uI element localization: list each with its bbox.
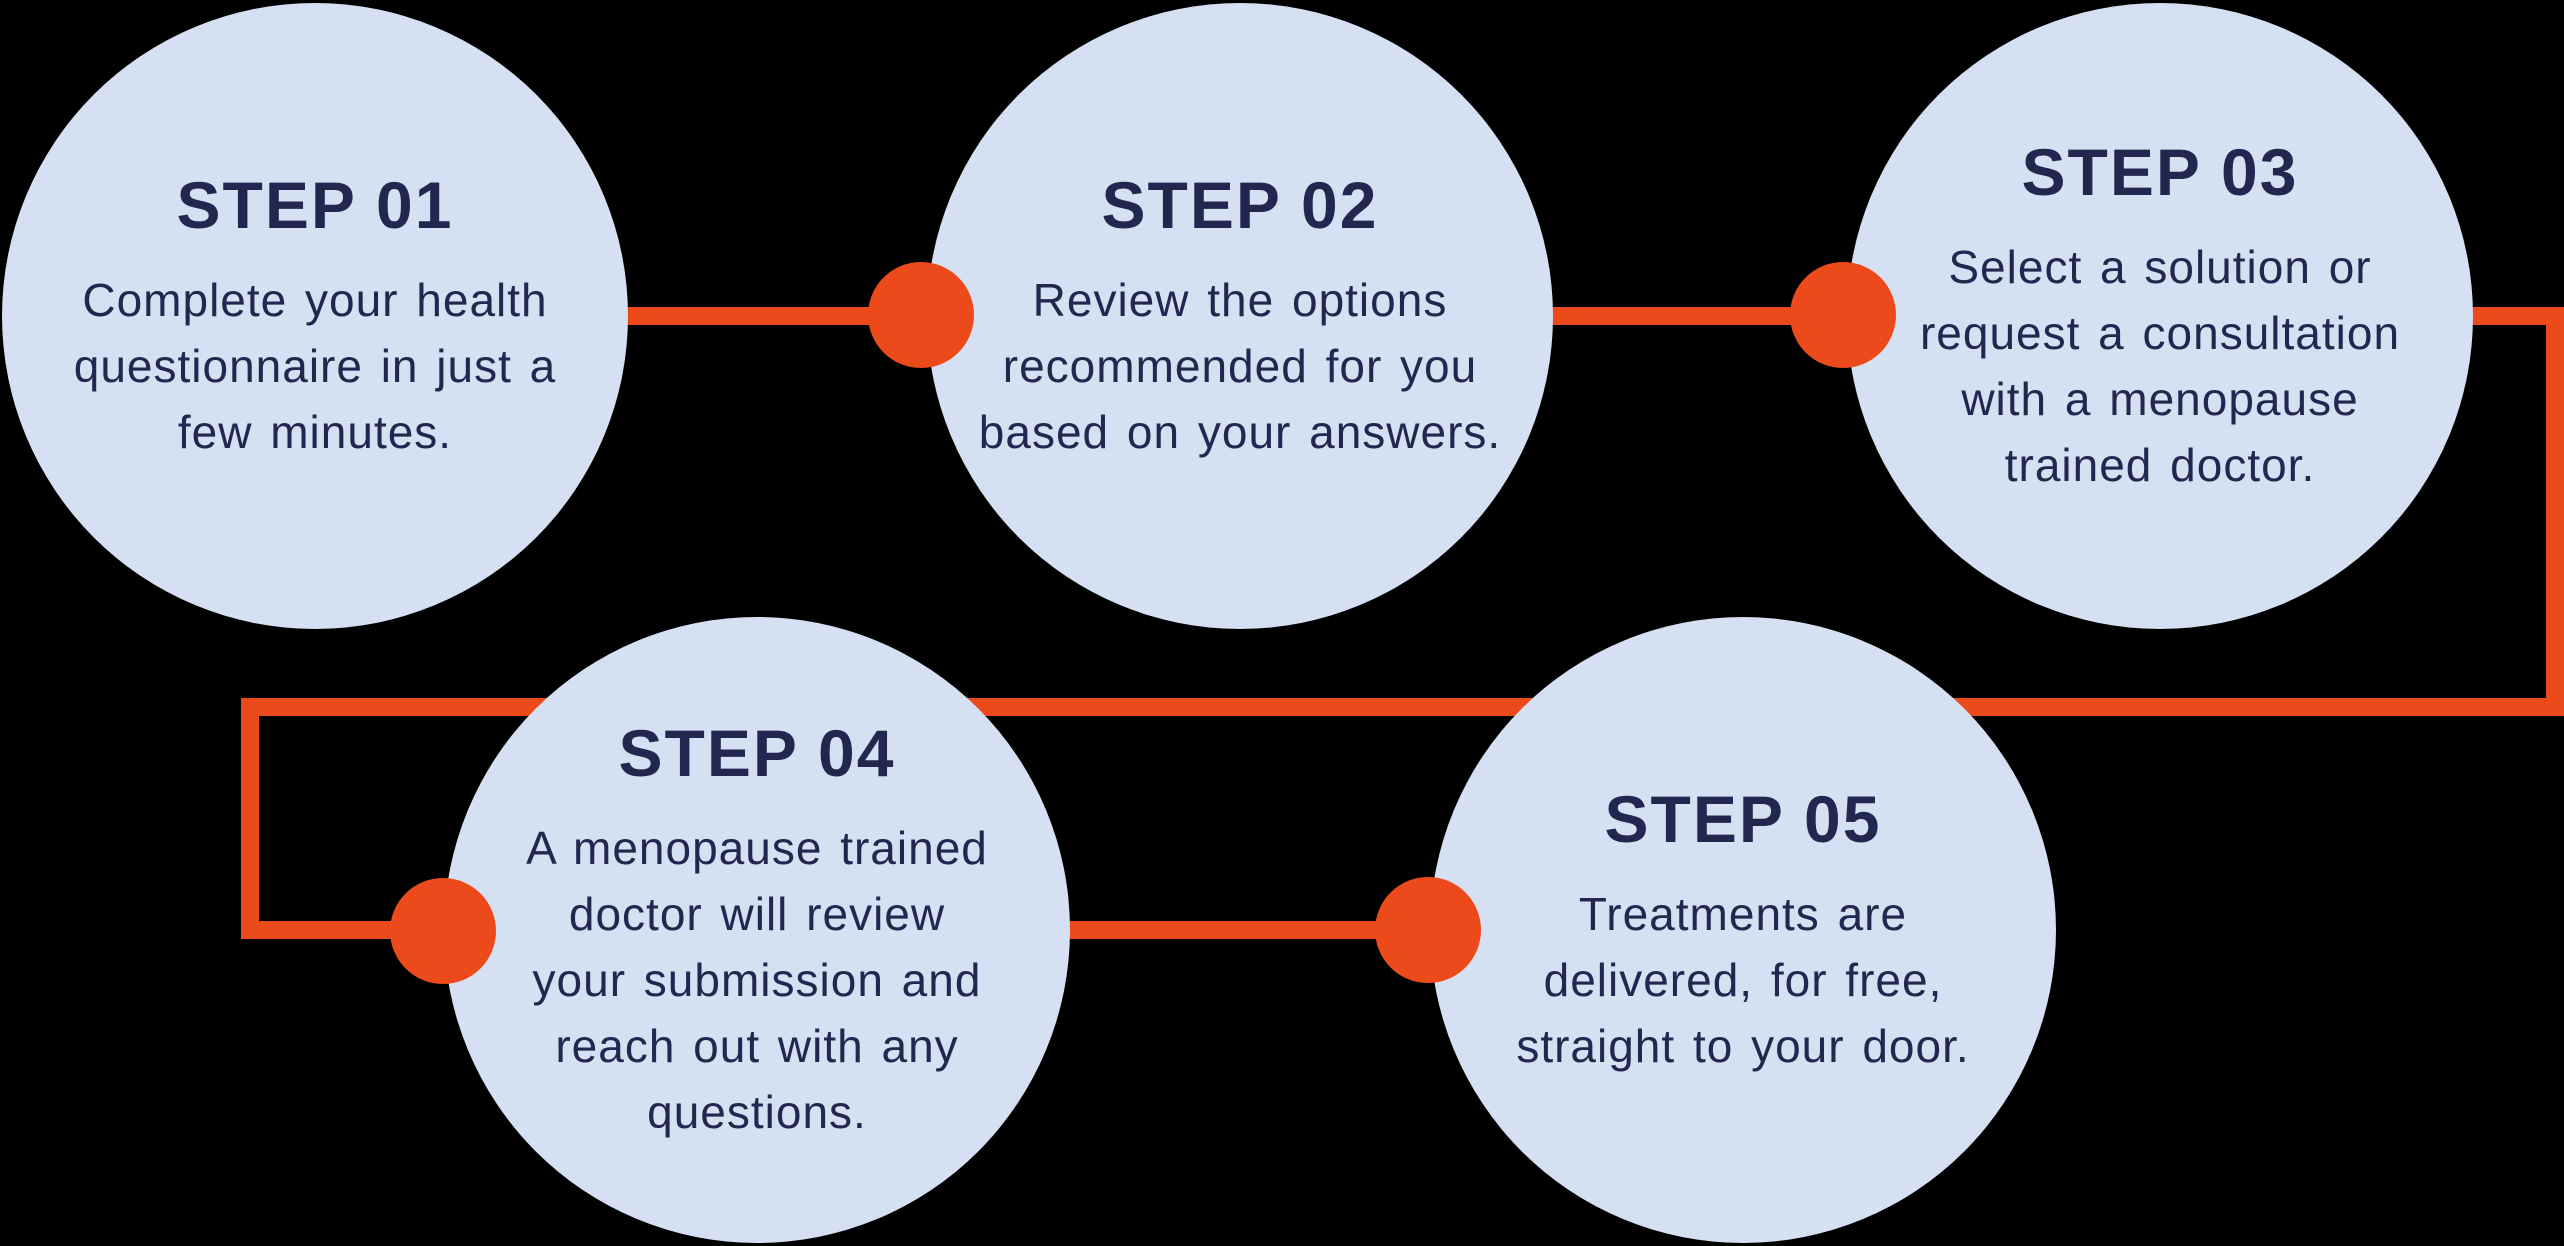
step-01-circle: STEP 01 Complete your health questionnai… [2, 3, 628, 629]
step-03-line-1: Select a solution or [1948, 241, 2372, 293]
step-04-description: A menopause trained doctor will review y… [526, 815, 988, 1145]
connector-dot-step4 [390, 878, 496, 984]
connector-line-step2-step3 [1520, 307, 1850, 325]
step-02-title: STEP 02 [1101, 168, 1379, 242]
connector-line-step1-step2 [600, 307, 930, 325]
step-01-line-2: questionnaire in just a [73, 340, 557, 392]
step-04-line-2: doctor will review [568, 888, 946, 940]
step-01-line-1: Complete your health [82, 274, 548, 326]
step-05-line-1: Treatments are [1578, 888, 1908, 940]
step-02-line-3: based on your answers. [978, 406, 1502, 458]
step-03-description: Select a solution or request a consultat… [1920, 234, 2400, 498]
step-01-title: STEP 01 [176, 168, 454, 242]
step-02-description: Review the options recommended for you b… [979, 267, 1501, 465]
step-05-line-2: delivered, for free, [1543, 954, 1943, 1006]
connector-right-vertical [2546, 307, 2564, 716]
connector-dot-step3 [1790, 262, 1896, 368]
step-03-title: STEP 03 [2021, 135, 2299, 209]
connector-dot-step2 [868, 262, 974, 368]
connector-line-step4-step5 [1050, 921, 1440, 939]
connector-left-vertical [241, 698, 259, 939]
connector-dot-step5 [1375, 877, 1481, 983]
step-03-line-2: request a consultation [1919, 307, 2401, 359]
step-05-line-3: straight to your door. [1516, 1020, 1970, 1072]
step-05-title: STEP 05 [1604, 782, 1882, 856]
step-04-line-4: reach out with any [555, 1020, 959, 1072]
step-04-circle: STEP 04 A menopause trained doctor will … [444, 617, 1070, 1243]
step-02-line-2: recommended for you [1002, 340, 1478, 392]
step-03-line-4: trained doctor. [2004, 439, 2316, 491]
step-01-line-3: few minutes. [177, 406, 453, 458]
step-05-circle: STEP 05 Treatments are delivered, for fr… [1430, 617, 2056, 1243]
step-04-title: STEP 04 [618, 716, 896, 790]
step-02-line-1: Review the options [1032, 274, 1448, 326]
step-02-circle: STEP 02 Review the options recommended f… [927, 3, 1553, 629]
step-04-line-1: A menopause trained [526, 822, 988, 874]
step-03-line-3: with a menopause [1961, 373, 2359, 425]
step-01-description: Complete your health questionnaire in ju… [74, 267, 557, 465]
step-05-description: Treatments are delivered, for free, stra… [1516, 881, 1969, 1079]
step-03-circle: STEP 03 Select a solution or request a c… [1847, 3, 2473, 629]
step-04-line-5: questions. [647, 1086, 867, 1138]
step-04-line-3: your submission and [532, 954, 982, 1006]
